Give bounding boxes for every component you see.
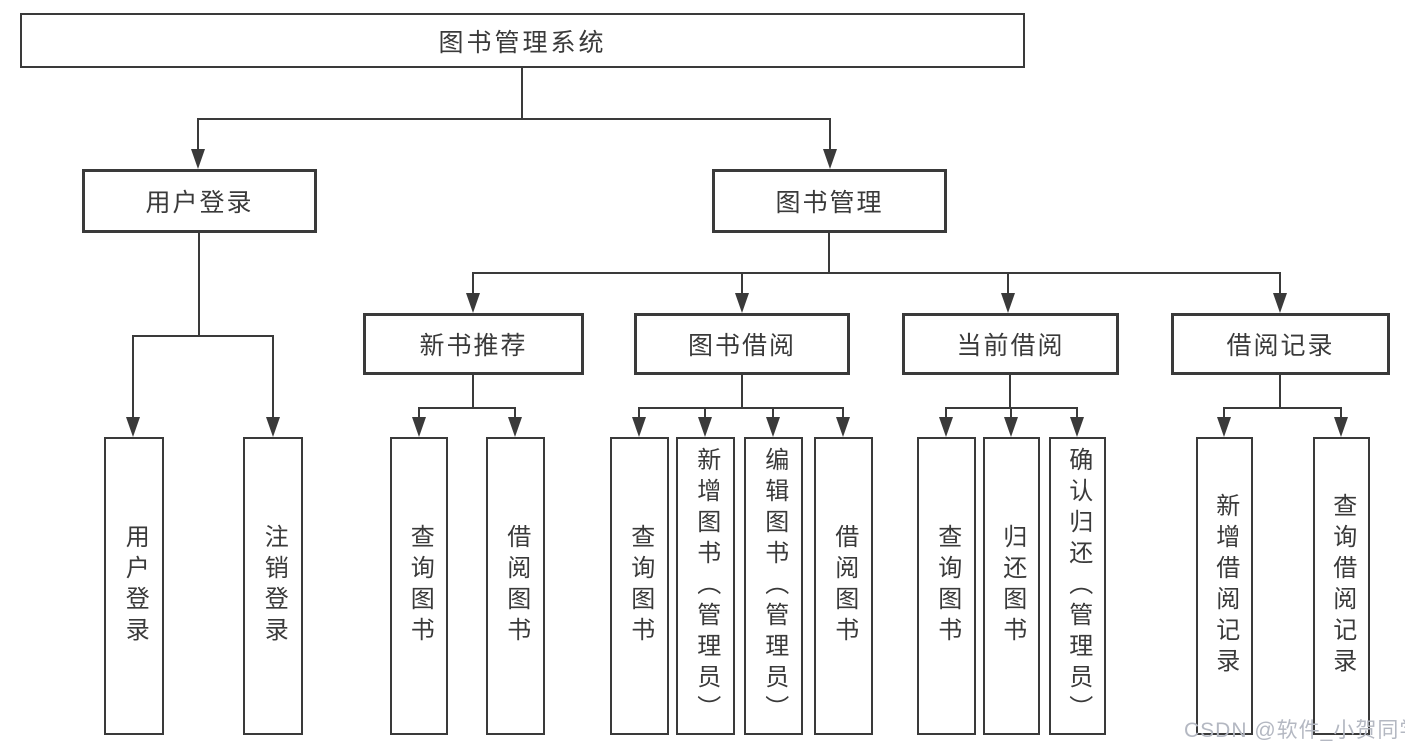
connector-borrow-records-stem	[1279, 375, 1281, 407]
connector-shaft	[1223, 407, 1225, 417]
leaf-newbook-query-book-label: 查询图书	[406, 524, 434, 648]
connector-shaft	[132, 335, 134, 417]
connector-shaft	[272, 335, 274, 417]
leaf-user-login-label: 用户登录	[121, 524, 149, 648]
leaf-query-borrow-record: 查询借阅记录	[1313, 437, 1370, 735]
leaf-add-borrow-record: 新增借阅记录	[1196, 437, 1253, 735]
leaf-newbook-borrow-book: 借阅图书	[486, 437, 545, 735]
node-new-book-recommend: 新书推荐	[363, 313, 584, 375]
arrow-down-icon	[466, 293, 480, 313]
connector-shaft	[197, 118, 199, 149]
node-book-borrow: 图书借阅	[634, 313, 850, 375]
arrow-down-icon	[632, 417, 646, 437]
connector-shaft	[704, 407, 706, 417]
leaf-confirm-return-admin: 确认归还（管理员）	[1049, 437, 1106, 735]
arrow-down-icon	[508, 417, 522, 437]
leaf-logout: 注销登录	[243, 437, 303, 735]
connector-root-bus	[197, 118, 831, 120]
arrow-down-icon	[836, 417, 850, 437]
arrow-down-icon	[1001, 293, 1015, 313]
arrow-down-icon	[1070, 417, 1084, 437]
connector-shaft	[1279, 272, 1281, 293]
arrow-down-icon	[191, 149, 205, 169]
leaf-edit-book-admin: 编辑图书（管理员）	[744, 437, 803, 735]
leaf-newbook-borrow-book-label: 借阅图书	[502, 524, 530, 648]
arrow-down-icon	[1273, 293, 1287, 313]
arrow-down-icon	[1004, 417, 1018, 437]
connector-book-mgmt-stem	[828, 233, 830, 272]
connector-shaft	[1340, 407, 1342, 417]
connector-new-book-stem	[472, 375, 474, 407]
node-book-borrow-label: 图书借阅	[687, 332, 796, 360]
connector-book-mgmt-bus	[472, 272, 1281, 274]
connector-shaft	[1010, 407, 1012, 417]
arrow-down-icon	[1334, 417, 1348, 437]
node-root: 图书管理系统	[20, 13, 1025, 68]
connector-new-book-bus	[418, 407, 516, 409]
connector-root-stem	[521, 68, 523, 118]
node-book-management: 图书管理	[712, 169, 947, 233]
arrow-down-icon	[698, 417, 712, 437]
arrow-down-icon	[766, 417, 780, 437]
leaf-borrow-query-book-label: 查询图书	[626, 524, 654, 648]
leaf-return-book: 归还图书	[983, 437, 1040, 735]
leaf-add-book-admin: 新增图书（管理员）	[676, 437, 735, 735]
arrow-down-icon	[939, 417, 953, 437]
connector-shaft	[1007, 272, 1009, 293]
leaf-query-borrow-record-label: 查询借阅记录	[1328, 493, 1356, 679]
connector-user-login-stem	[198, 233, 200, 335]
leaf-current-query-book-label: 查询图书	[933, 524, 961, 648]
connector-shaft	[514, 407, 516, 417]
leaf-edit-book-admin-label: 编辑图书（管理员）	[760, 446, 788, 726]
connector-user-login-bus	[132, 335, 274, 337]
arrow-down-icon	[735, 293, 749, 313]
leaf-borrow-book: 借阅图书	[814, 437, 873, 735]
connector-shaft	[1076, 407, 1078, 417]
arrow-down-icon	[1217, 417, 1231, 437]
arrow-down-icon	[126, 417, 140, 437]
arrow-down-icon	[266, 417, 280, 437]
arrow-down-icon	[823, 149, 837, 169]
connector-borrow-records-bus	[1223, 407, 1342, 409]
node-root-label: 图书管理系统	[438, 28, 607, 57]
connector-shaft	[741, 272, 743, 293]
node-borrow-records: 借阅记录	[1171, 313, 1390, 375]
leaf-logout-label: 注销登录	[260, 524, 288, 648]
leaf-add-book-admin-label: 新增图书（管理员）	[692, 446, 720, 726]
node-borrow-records-label: 借阅记录	[1226, 332, 1335, 360]
leaf-return-book-label: 归还图书	[998, 524, 1026, 648]
connector-book-borrow-bus	[638, 407, 844, 409]
leaf-add-borrow-record-label: 新增借阅记录	[1211, 493, 1239, 679]
node-new-book-recommend-label: 新书推荐	[419, 332, 528, 360]
connector-shaft	[638, 407, 640, 417]
node-user-login: 用户登录	[82, 169, 317, 233]
arrow-down-icon	[412, 417, 426, 437]
leaf-user-login: 用户登录	[104, 437, 164, 735]
leaf-confirm-return-admin-label: 确认归还（管理员）	[1064, 446, 1092, 726]
leaf-newbook-query-book: 查询图书	[390, 437, 448, 735]
connector-shaft	[945, 407, 947, 417]
leaf-borrow-query-book: 查询图书	[610, 437, 669, 735]
connector-shaft	[842, 407, 844, 417]
connector-book-borrow-stem	[741, 375, 743, 407]
csdn-watermark: CSDN @软件_小贺同学	[1184, 719, 1405, 742]
node-user-login-label: 用户登录	[145, 189, 254, 217]
connector-shaft	[772, 407, 774, 417]
leaf-borrow-book-label: 借阅图书	[830, 524, 858, 648]
connector-shaft	[829, 118, 831, 149]
node-current-borrow: 当前借阅	[902, 313, 1119, 375]
connector-current-borrow-stem	[1009, 375, 1011, 407]
connector-shaft	[472, 272, 474, 293]
node-book-management-label: 图书管理	[775, 189, 884, 217]
node-current-borrow-label: 当前借阅	[956, 332, 1065, 360]
leaf-current-query-book: 查询图书	[917, 437, 976, 735]
connector-shaft	[418, 407, 420, 417]
